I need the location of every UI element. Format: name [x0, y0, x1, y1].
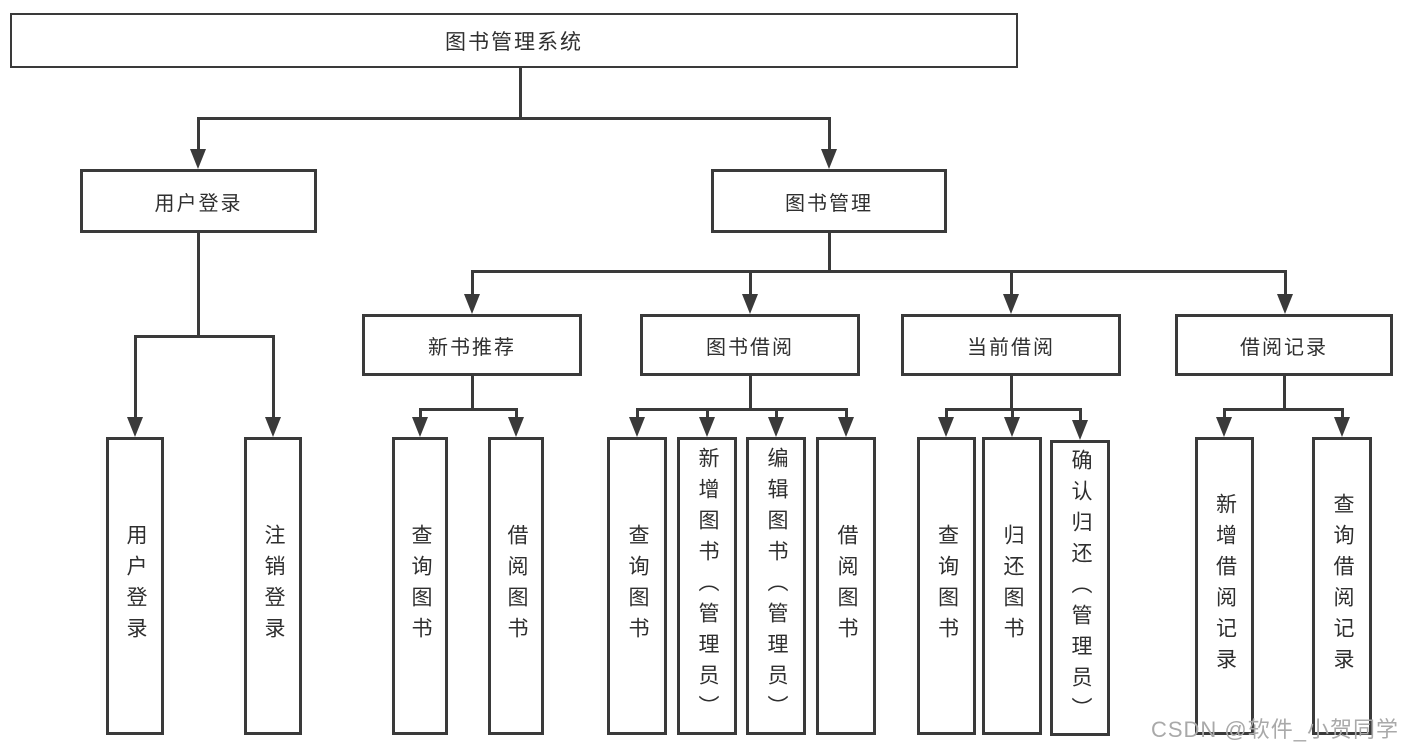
node-edit-books-admin: 编辑图书（管理员）: [746, 437, 806, 735]
arrow-down-icon: [938, 417, 954, 437]
arrow-down-icon: [629, 417, 645, 437]
line: [197, 117, 831, 120]
arrow-down-icon: [464, 294, 480, 314]
node-query-books-current: 查询图书: [917, 437, 976, 735]
line: [272, 335, 275, 420]
line: [636, 408, 847, 411]
line: [749, 270, 752, 297]
line: [945, 408, 948, 420]
node-book-management: 图书管理: [711, 169, 947, 233]
node-current-borrowing: 当前借阅: [901, 314, 1121, 376]
line: [1223, 408, 1344, 411]
arrow-down-icon: [412, 417, 428, 437]
node-root: 图书管理系统: [10, 13, 1018, 68]
line: [1284, 270, 1287, 297]
line: [1011, 408, 1014, 420]
line: [197, 233, 200, 335]
node-confirm-return-admin: 确认归还（管理员）: [1050, 440, 1110, 736]
line: [1079, 408, 1082, 422]
arrow-down-icon: [1334, 417, 1350, 437]
node-return-books: 归还图书: [982, 437, 1042, 735]
arrow-down-icon: [1072, 420, 1088, 440]
line: [515, 408, 518, 420]
arrow-down-icon: [1004, 417, 1020, 437]
node-borrow-books-borrowing: 借阅图书: [816, 437, 876, 735]
node-query-borrow-record: 查询借阅记录: [1312, 437, 1372, 735]
line: [134, 335, 137, 420]
line: [1010, 376, 1013, 408]
line: [828, 117, 831, 152]
line: [636, 408, 639, 420]
node-query-books-recommend: 查询图书: [392, 437, 448, 735]
node-leaf-logout: 注销登录: [244, 437, 302, 735]
arrow-down-icon: [699, 417, 715, 437]
node-book-borrowing: 图书借阅: [640, 314, 860, 376]
node-user-login: 用户登录: [80, 169, 317, 233]
arrow-down-icon: [1216, 417, 1232, 437]
line: [828, 233, 831, 270]
arrow-down-icon: [127, 417, 143, 437]
node-add-books-admin: 新增图书（管理员）: [677, 437, 737, 735]
line: [1283, 376, 1286, 408]
arrow-down-icon: [508, 417, 524, 437]
line: [1010, 270, 1013, 297]
line: [1223, 408, 1226, 420]
arrow-down-icon: [1003, 294, 1019, 314]
line: [519, 68, 522, 117]
node-leaf-user-login: 用户登录: [106, 437, 164, 735]
arrow-down-icon: [1277, 294, 1293, 314]
arrow-down-icon: [821, 149, 837, 169]
arrow-down-icon: [190, 149, 206, 169]
node-borrow-books-recommend: 借阅图书: [488, 437, 544, 735]
line: [845, 408, 848, 420]
line: [134, 335, 275, 338]
line: [419, 408, 518, 411]
line: [1341, 408, 1344, 420]
line: [775, 408, 778, 420]
node-query-books-borrowing: 查询图书: [607, 437, 667, 735]
node-borrowing-records: 借阅记录: [1175, 314, 1393, 376]
node-add-borrow-record: 新增借阅记录: [1195, 437, 1254, 735]
line: [197, 117, 200, 152]
line: [471, 270, 474, 297]
node-new-book-recommendation: 新书推荐: [362, 314, 582, 376]
watermark: CSDN @软件_小贺同学: [1150, 717, 1399, 742]
arrow-down-icon: [838, 417, 854, 437]
arrow-down-icon: [265, 417, 281, 437]
line: [471, 270, 1287, 273]
arrow-down-icon: [742, 294, 758, 314]
line: [419, 408, 422, 420]
line: [471, 376, 474, 408]
line: [706, 408, 709, 420]
line: [749, 376, 752, 408]
arrow-down-icon: [768, 417, 784, 437]
